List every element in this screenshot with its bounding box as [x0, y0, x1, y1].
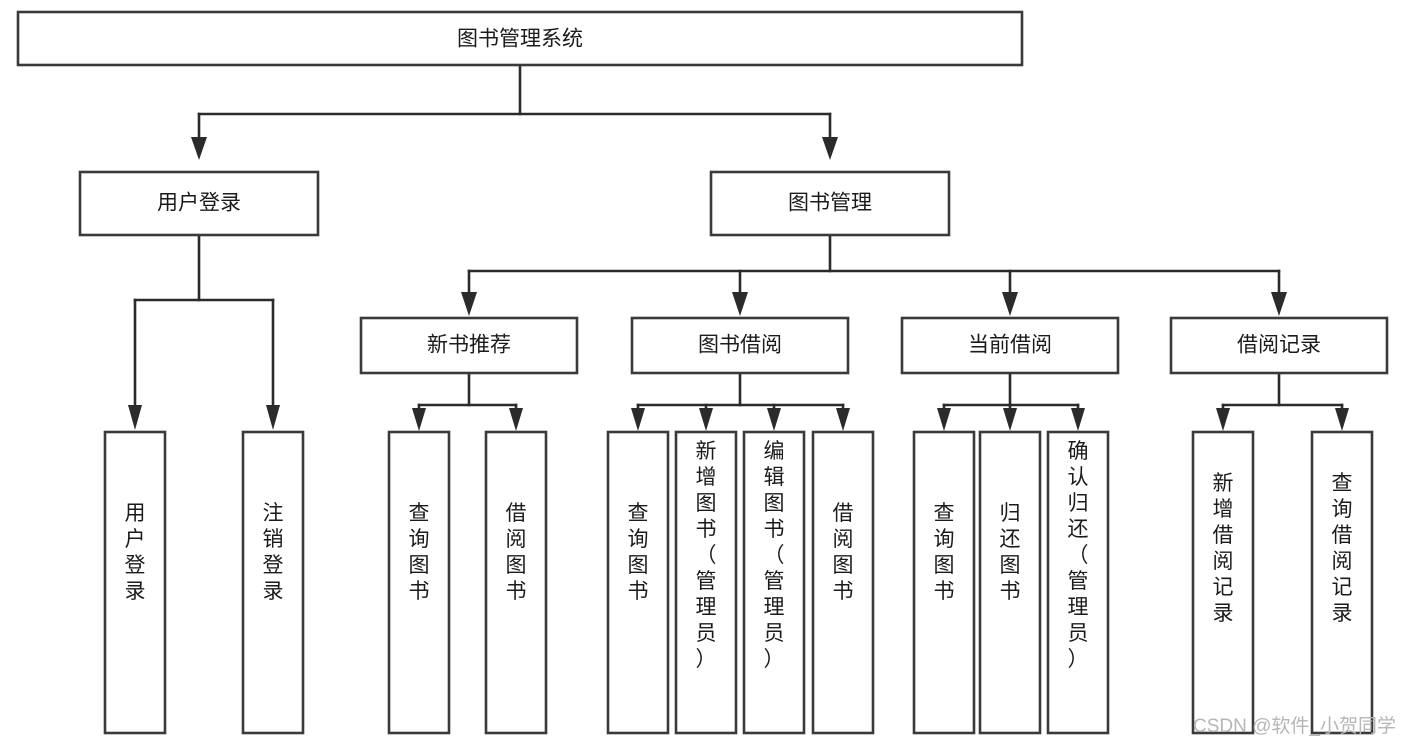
arrow-head-leaf-logout — [266, 405, 280, 430]
node-leaf-return-book-box[interactable] — [978, 430, 1042, 735]
node-leaf-edit-book-box[interactable] — [742, 430, 806, 735]
arrow-head-book-borrow — [732, 292, 748, 316]
node-leaf-user-login[interactable]: 用户登录 — [103, 430, 167, 735]
node-leaf-borrow-book-2-label: 借阅图书 — [833, 502, 854, 603]
arrow-head-user-login — [191, 137, 207, 160]
node-leaf-query-book-3-box[interactable] — [912, 430, 976, 735]
node-book-management[interactable]: 图书管理 — [709, 170, 951, 237]
node-leaf-query-book-2[interactable]: 查询图书 — [606, 430, 670, 735]
node-book-borrow[interactable]: 图书借阅 — [630, 316, 850, 375]
node-leaf-logout-label: 注销登录 — [263, 502, 284, 603]
node-leaf-borrow-book-2-box[interactable] — [811, 430, 875, 735]
arrow-head-leaf-return-book — [1003, 408, 1017, 431]
arrow-head-leaf-confirm-return — [1071, 408, 1085, 431]
arrow-head-leaf-borrow-book-1 — [509, 408, 523, 431]
node-book-management-label: 图书管理 — [788, 192, 872, 215]
node-leaf-user-login-label: 用户登录 — [125, 502, 146, 603]
node-leaf-add-record-label: 新增借阅记录 — [1213, 472, 1234, 625]
connector-group-new-book-recommend — [412, 371, 523, 431]
node-leaf-user-login-box[interactable] — [103, 430, 167, 735]
node-leaf-query-book-2-box[interactable] — [606, 430, 670, 735]
arrow-head-borrow-record — [1271, 292, 1287, 316]
node-user-login-label: 用户登录 — [157, 192, 241, 215]
node-current-borrow-label: 当前借阅 — [968, 334, 1052, 357]
connector-group-book-management — [461, 233, 1287, 316]
node-new-book-recommend-box[interactable] — [359, 316, 579, 375]
node-leaf-query-book-3[interactable]: 查询图书 — [912, 430, 976, 735]
node-leaf-confirm-return[interactable]: 确认归还（管理员） — [1046, 430, 1110, 735]
arrow-head-current-borrow — [1002, 292, 1018, 316]
node-borrow-record-label: 借阅记录 — [1237, 334, 1321, 357]
node-book-borrow-box[interactable] — [630, 316, 850, 375]
node-leaf-edit-book[interactable]: 编辑图书（管理员） — [742, 430, 806, 735]
arrow-head-leaf-add-record — [1216, 408, 1230, 431]
connector-group-root — [191, 63, 838, 160]
connector-group-book-borrow — [631, 371, 850, 431]
node-user-login-box[interactable] — [78, 170, 320, 237]
arrow-head-book-management — [822, 137, 838, 160]
node-leaf-return-book[interactable]: 归还图书 — [978, 430, 1042, 735]
node-current-borrow[interactable]: 当前借阅 — [900, 316, 1120, 375]
node-leaf-add-record[interactable]: 新增借阅记录 — [1191, 430, 1255, 735]
node-leaf-query-record[interactable]: 查询借阅记录 — [1310, 430, 1374, 735]
node-leaf-query-book-1-box[interactable] — [387, 430, 451, 735]
arrow-head-leaf-query-record — [1335, 408, 1349, 431]
node-leaf-confirm-return-label: 确认归还（管理员） — [1068, 440, 1089, 671]
node-leaf-query-book-3-label: 查询图书 — [934, 502, 955, 603]
arrow-head-new-book-recommend — [461, 292, 477, 316]
node-root-label: 图书管理系统 — [457, 28, 583, 51]
node-leaf-logout-box[interactable] — [241, 430, 305, 735]
node-leaf-confirm-return-box[interactable] — [1046, 430, 1110, 735]
node-leaf-query-book-1-label: 查询图书 — [409, 502, 430, 603]
node-leaf-query-record-label: 查询借阅记录 — [1332, 472, 1353, 625]
node-current-borrow-box[interactable] — [900, 316, 1120, 375]
node-root-box[interactable] — [16, 10, 1024, 67]
node-new-book-recommend[interactable]: 新书推荐 — [359, 316, 579, 375]
node-leaf-add-record-box[interactable] — [1191, 430, 1255, 735]
node-leaf-add-book[interactable]: 新增图书（管理员） — [674, 430, 738, 735]
node-leaf-borrow-book-1-box[interactable] — [484, 430, 548, 735]
node-book-borrow-label: 图书借阅 — [698, 334, 782, 357]
node-borrow-record-box[interactable] — [1169, 316, 1389, 375]
arrow-head-leaf-edit-book — [767, 408, 781, 431]
node-root[interactable]: 图书管理系统 — [16, 10, 1024, 67]
node-leaf-edit-book-label: 编辑图书（管理员） — [764, 440, 785, 671]
arrow-head-leaf-query-book-2 — [631, 408, 645, 431]
node-leaf-add-book-label: 新增图书（管理员） — [696, 440, 717, 671]
arrow-head-leaf-user-login — [128, 405, 142, 430]
connector-group-current-borrow — [937, 371, 1085, 431]
arrow-head-leaf-query-book-3 — [937, 408, 951, 431]
node-leaf-add-book-box[interactable] — [674, 430, 738, 735]
node-leaf-query-book-1[interactable]: 查询图书 — [387, 430, 451, 735]
node-leaf-query-book-2-label: 查询图书 — [628, 502, 649, 603]
arrow-head-leaf-query-book-1 — [412, 408, 426, 431]
node-user-login[interactable]: 用户登录 — [78, 170, 320, 237]
node-leaf-borrow-book-1-label: 借阅图书 — [506, 502, 527, 603]
watermark-label: CSDN @软件_小贺同学 — [1193, 715, 1396, 737]
node-leaf-query-record-box[interactable] — [1310, 430, 1374, 735]
arrow-head-leaf-borrow-book-2 — [836, 408, 850, 431]
node-leaf-borrow-book-2[interactable]: 借阅图书 — [811, 430, 875, 735]
node-leaf-borrow-book-1[interactable]: 借阅图书 — [484, 430, 548, 735]
arrow-head-leaf-add-book — [699, 408, 713, 431]
connector-group-borrow-record — [1216, 371, 1349, 431]
node-book-management-box[interactable] — [709, 170, 951, 237]
node-leaf-logout[interactable]: 注销登录 — [241, 430, 305, 735]
node-borrow-record[interactable]: 借阅记录 — [1169, 316, 1389, 375]
node-leaf-return-book-label: 归还图书 — [1000, 502, 1021, 603]
connector-group-user-login — [128, 233, 280, 430]
node-new-book-recommend-label: 新书推荐 — [427, 334, 511, 357]
